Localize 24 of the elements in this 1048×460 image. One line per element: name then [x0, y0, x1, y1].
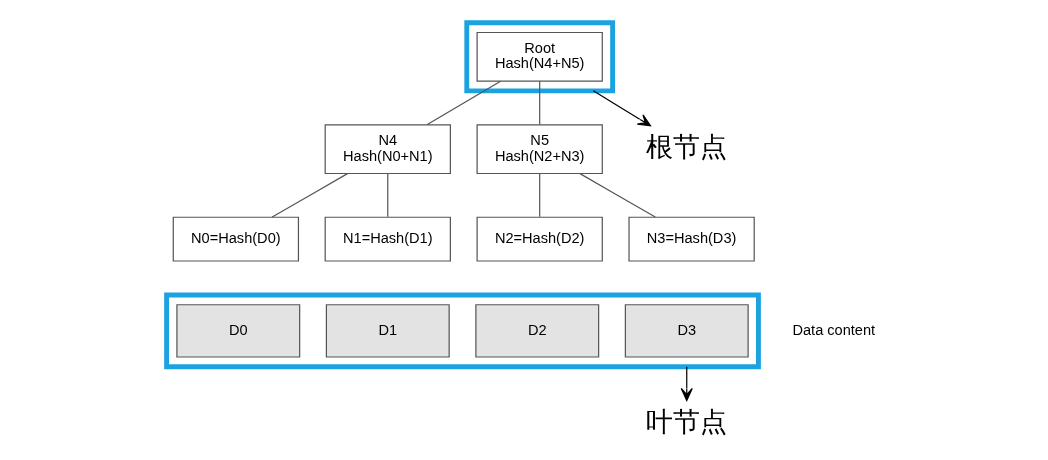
node-box: D2: [474, 304, 599, 358]
node-box: N0=Hash(D0): [172, 216, 299, 262]
node-box: N4 Hash(N0+N1): [324, 124, 451, 175]
node-box: D1: [325, 304, 450, 358]
arrow: [680, 366, 693, 402]
node-box: N1=Hash(D1): [324, 216, 451, 262]
node-box: N3=Hash(D3): [627, 216, 755, 262]
node-label: Data content: [791, 321, 875, 338]
connector: [538, 80, 540, 126]
node-box: N5 Hash(N2+N3): [476, 124, 603, 175]
node-box: D3: [624, 304, 749, 358]
arrow: [592, 90, 651, 127]
connector: [271, 173, 348, 218]
node-text: 叶节点: [645, 405, 727, 437]
node-box: D0: [175, 304, 300, 358]
cluster: [163, 292, 761, 370]
connector: [578, 173, 656, 218]
node-box: Root Hash(N4+N5): [476, 31, 603, 82]
connector: [538, 173, 540, 218]
connector: [386, 173, 388, 218]
node-box: N2=Hash(D2): [476, 216, 603, 262]
connector: [426, 80, 501, 126]
cluster: [463, 20, 615, 94]
node-text: 根节点: [645, 130, 727, 162]
